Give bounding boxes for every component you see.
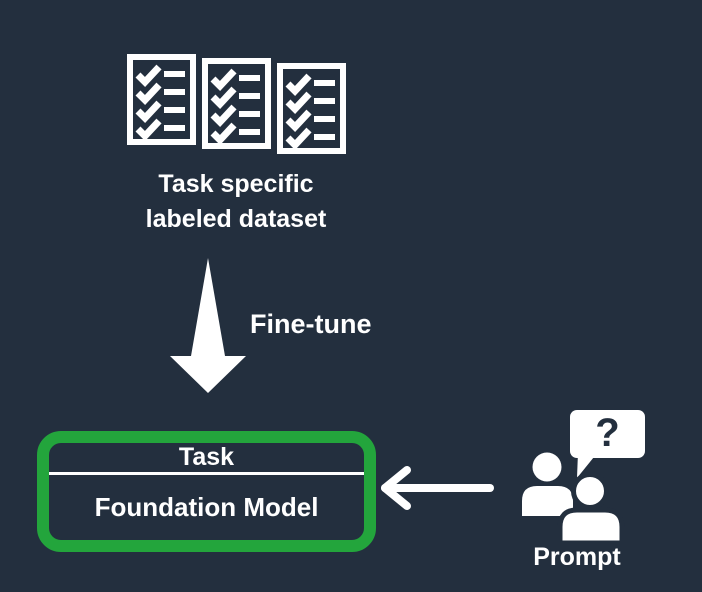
model-box-divider xyxy=(49,472,364,475)
model-box-model-label: Foundation Model xyxy=(94,492,319,522)
back-user-body xyxy=(522,486,573,516)
prompt-label: Prompt xyxy=(533,543,621,571)
down-arrow-icon xyxy=(170,258,246,393)
users-question-icon: ? xyxy=(522,410,645,546)
speech-bubble-tail xyxy=(577,452,598,478)
speech-bubble xyxy=(570,410,645,458)
front-user-body xyxy=(557,507,625,546)
model-box-task-label: Task xyxy=(178,443,235,471)
foundation-model-box: Task Foundation Model xyxy=(37,431,376,552)
dataset-caption-line1: Task specific xyxy=(158,170,314,198)
dataset-caption-line2: labeled dataset xyxy=(145,205,327,233)
dataset-caption: Task specific labeled dataset xyxy=(98,167,374,237)
back-user-head xyxy=(532,452,562,482)
question-mark-glyph: ? xyxy=(595,411,619,455)
left-arrow-icon xyxy=(381,466,494,510)
checklist-icon xyxy=(127,54,196,145)
front-user-head xyxy=(571,472,609,510)
checklist-icon xyxy=(202,58,271,149)
finetune-label: Fine-tune xyxy=(250,309,372,339)
checklist-icon xyxy=(277,63,346,154)
